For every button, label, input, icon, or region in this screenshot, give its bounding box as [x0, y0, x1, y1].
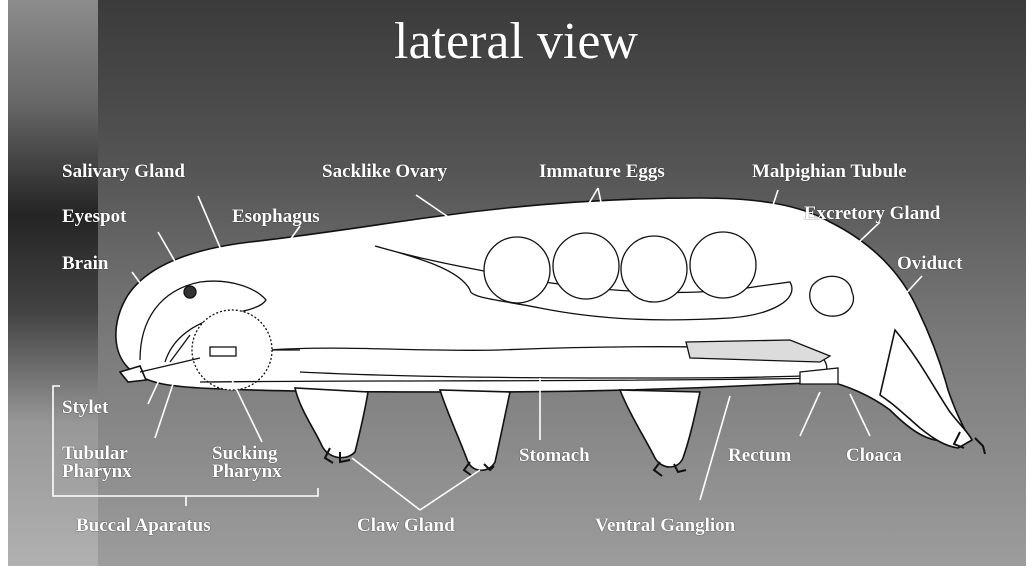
eyespot-dot: [184, 286, 196, 298]
label-cloaca: Cloaca: [846, 446, 902, 465]
label-tubular-pharynx-line2: Pharynx: [62, 462, 132, 481]
label-esophagus: Esophagus: [232, 207, 320, 226]
immature-egg-1: [484, 237, 550, 303]
label-excretory-gland: Excretory Gland: [804, 204, 940, 223]
label-eyespot: Eyespot: [62, 207, 126, 226]
label-oviduct: Oviduct: [897, 254, 962, 273]
label-malpighian-tubule: Malpighian Tubule: [752, 162, 907, 181]
label-ventral-ganglion: Ventral Ganglion: [595, 516, 735, 535]
label-immature-eggs: Immature Eggs: [539, 162, 665, 181]
label-claw-gland: Claw Gland: [357, 516, 455, 535]
immature-egg-2: [553, 233, 619, 299]
leader-ventral-ganglion: [700, 396, 730, 500]
leader-rectum: [800, 392, 820, 436]
leader-claw-gland-1: [352, 458, 420, 510]
label-brain: Brain: [62, 254, 108, 273]
leg-3: [620, 390, 700, 467]
label-sacklike-ovary: Sacklike Ovary: [322, 162, 447, 181]
label-buccal-aparatus: Buccal Aparatus: [76, 516, 211, 535]
immature-egg-4: [690, 232, 756, 298]
leader-tubular-pharynx: [155, 378, 175, 438]
leg-2: [440, 390, 510, 470]
leg-1: [295, 388, 368, 458]
label-stomach: Stomach: [519, 446, 590, 465]
excretory-gland: [810, 276, 854, 316]
leader-salivary-gland: [198, 196, 222, 252]
leader-cloaca: [850, 394, 870, 436]
label-salivary-gland: Salivary Gland: [62, 162, 185, 181]
leader-claw-gland-2: [420, 470, 480, 510]
pharynx-placoids: [210, 347, 236, 356]
label-stylet: Stylet: [62, 398, 108, 417]
label-sucking-pharynx-line2: Pharynx: [212, 462, 282, 481]
label-rectum: Rectum: [728, 446, 791, 465]
immature-egg-3: [621, 236, 687, 302]
